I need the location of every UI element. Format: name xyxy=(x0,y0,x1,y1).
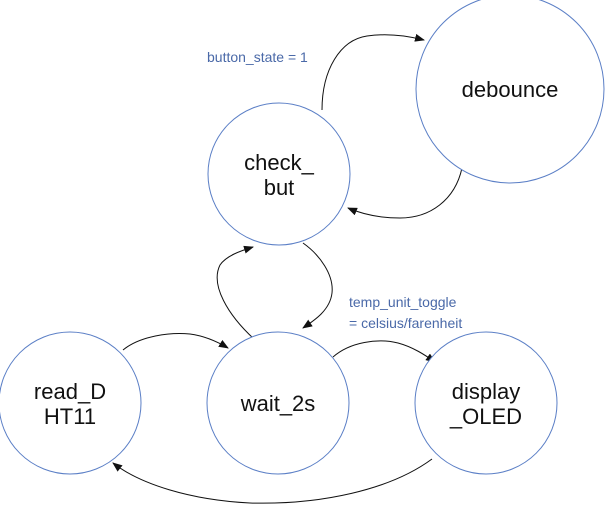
edge-wait-to-check-but xyxy=(216,245,255,340)
state-read-dht11: read_D HT11 xyxy=(0,331,142,475)
state-check-but-label-line2: but xyxy=(264,175,295,200)
state-check-but-label-line1: check_ xyxy=(244,150,314,175)
edge-check-but-to-debounce xyxy=(321,33,425,111)
edge-check-but-to-wait xyxy=(302,242,333,329)
state-debounce: debounce xyxy=(415,0,605,184)
state-wait-2s-label: wait_2s xyxy=(240,391,316,416)
state-wait-2s: wait_2s xyxy=(206,331,350,475)
edge-display-oled-to-read-dht11 xyxy=(112,458,433,504)
state-display-oled: display _OLED xyxy=(414,331,558,475)
edge-read-dht11-to-wait xyxy=(122,333,229,351)
label-button-state: button_state = 1 xyxy=(207,49,308,65)
label-celsius-farenheit: = celsius/farenheit xyxy=(349,315,462,331)
state-display-oled-label-line2: _OLED xyxy=(449,404,522,429)
state-read-dht11-label-line1: read_D xyxy=(34,379,106,404)
state-check-but: check_ but xyxy=(207,102,351,246)
label-temp-unit-toggle: temp_unit_toggle xyxy=(349,294,457,310)
state-display-oled-label-line1: display xyxy=(452,379,520,404)
state-read-dht11-label-line2: HT11 xyxy=(44,404,96,429)
state-debounce-label: debounce xyxy=(462,77,559,102)
edge-debounce-to-check-but xyxy=(347,167,463,219)
edge-wait-to-display-oled xyxy=(332,340,436,363)
